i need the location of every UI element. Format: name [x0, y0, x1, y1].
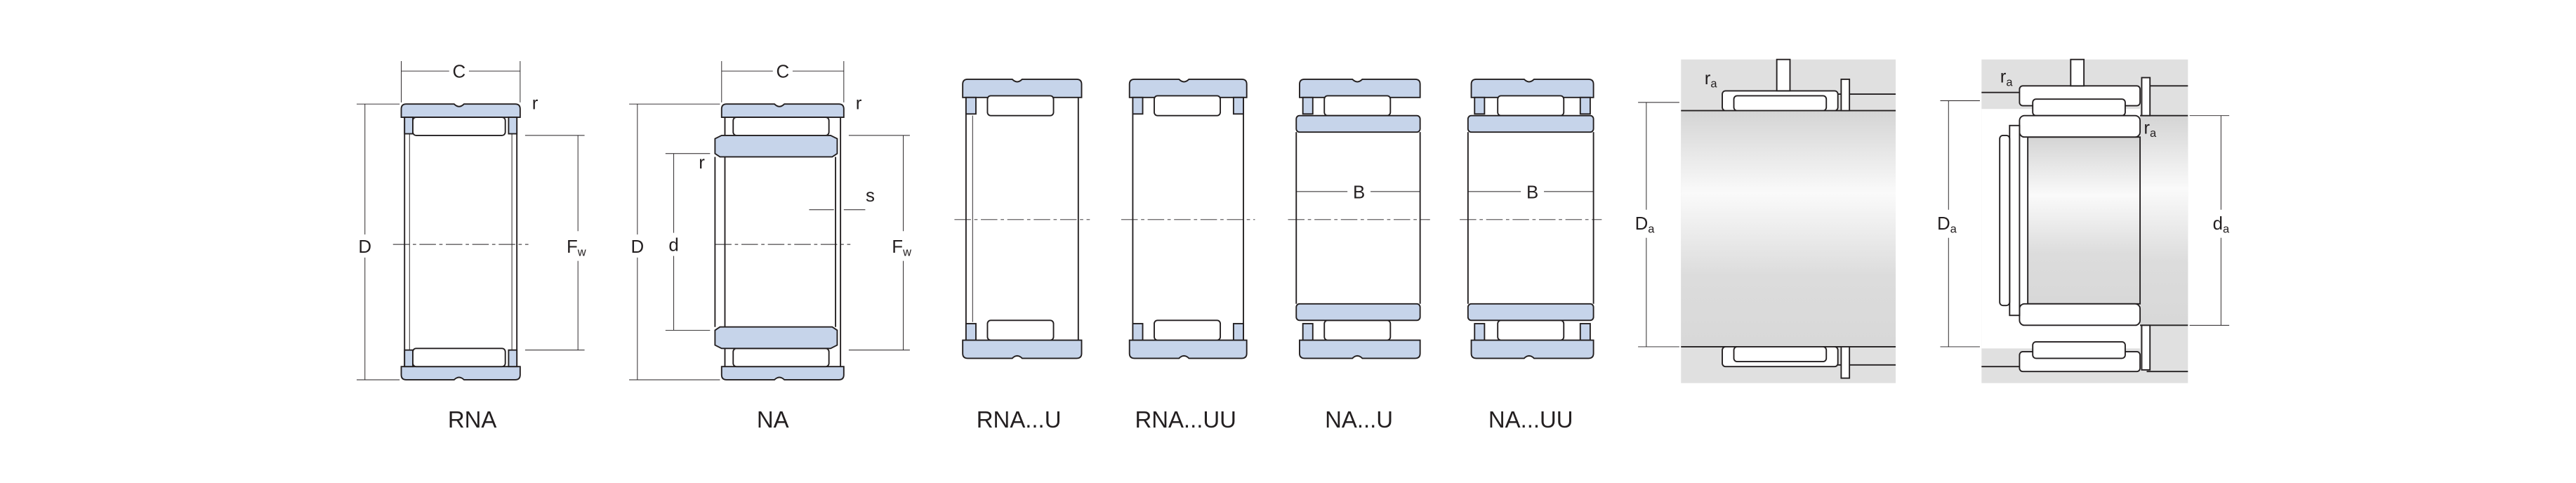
- dim-r: r: [856, 93, 862, 113]
- dim-da-shaft: da: [2213, 214, 2230, 236]
- cage: [404, 349, 414, 368]
- design-label: RNA: [448, 406, 497, 432]
- outer-ring-bottom: [400, 366, 521, 381]
- rna-drawing: C r D Fw RNA: [357, 61, 586, 432]
- needle-roller: [986, 319, 1055, 341]
- design-label: RNA...UU: [1135, 406, 1236, 432]
- dim-r: r: [532, 93, 539, 113]
- design-label: RNA...U: [977, 406, 1062, 432]
- inner-ring-bottom: [1295, 303, 1421, 322]
- seal: [1474, 96, 1486, 115]
- cage: [508, 349, 518, 368]
- inner-ring-top: [2019, 114, 2141, 138]
- dim-s: s: [866, 186, 875, 206]
- design-label: NA: [757, 406, 789, 432]
- needle-roller: [732, 348, 830, 368]
- seal: [1232, 323, 1244, 341]
- cage: [508, 117, 518, 135]
- seal: [965, 96, 977, 115]
- seal: [1132, 323, 1144, 341]
- needle-roller: [732, 117, 830, 136]
- dim-ra: ra: [1705, 69, 1718, 91]
- outer-ring-top: [962, 78, 1083, 98]
- needle-roller: [2032, 98, 2126, 117]
- outer-ring-bottom: [962, 339, 1083, 359]
- rna-u-drawing: RNA...U: [954, 78, 1090, 432]
- seal: [1132, 96, 1144, 115]
- outer-ring-bottom: [1470, 339, 1594, 359]
- spacer-ring: [2009, 124, 2021, 317]
- inner-ring-bottom: [714, 326, 838, 350]
- rna-uu-drawing: RNA...UU: [1121, 78, 1255, 432]
- outer-ring-top: [1128, 78, 1248, 98]
- dim-r-inner: r: [699, 153, 705, 173]
- mounting-drawing-rna: Da ra: [1635, 58, 1896, 383]
- lubrication-hole: [1776, 58, 1791, 92]
- shaft-shoulder: [1999, 134, 2011, 307]
- dim-ra: ra: [2000, 67, 2014, 89]
- inner-ring-bore: [2027, 136, 2141, 305]
- outer-ring-top: [720, 103, 845, 118]
- dim-ra-inner: ra: [2144, 119, 2157, 140]
- dim-b: B: [1353, 183, 1365, 202]
- lubrication-hole: [2070, 58, 2085, 87]
- seal: [1302, 96, 1314, 115]
- inner-ring-top: [1467, 114, 1594, 133]
- needle-roller: [1497, 95, 1565, 117]
- needle-roller: [1154, 95, 1222, 117]
- needle-roller: [1323, 319, 1392, 341]
- dim-fw: Fw: [892, 237, 911, 259]
- needle-roller: [1154, 319, 1222, 341]
- retaining-ring: [1840, 78, 1851, 112]
- needle-roller: [412, 348, 506, 368]
- dim-d-outer: D: [358, 237, 371, 257]
- seal: [1232, 96, 1244, 115]
- shaft: [1681, 110, 1896, 347]
- inner-ring-bottom: [2019, 303, 2141, 326]
- cage: [404, 117, 414, 135]
- dim-c: C: [776, 62, 789, 82]
- needle-roller: [1497, 319, 1565, 341]
- retaining-ring: [1840, 345, 1851, 379]
- needle-roller: [1733, 95, 1828, 112]
- needle-roller: [986, 95, 1055, 117]
- seal: [1579, 323, 1591, 341]
- dim-c: C: [452, 62, 465, 82]
- dim-d-bore: d: [668, 236, 678, 256]
- outer-ring-bottom: [720, 366, 845, 381]
- seal: [1579, 96, 1591, 115]
- outer-ring-top: [1470, 78, 1594, 98]
- needle-roller: [1733, 345, 1828, 363]
- na-uu-drawing: B NA...UU: [1460, 78, 1602, 432]
- dim-b: B: [1526, 183, 1538, 202]
- dim-da: Da: [1635, 214, 1656, 236]
- dim-fw: Fw: [567, 237, 586, 259]
- dim-da: Da: [1937, 214, 1957, 236]
- outer-ring-top: [1299, 78, 1421, 98]
- needle-roller: [412, 117, 506, 136]
- retaining-ring: [2141, 324, 2151, 371]
- outer-ring-bottom: [1299, 339, 1421, 359]
- design-label: NA...UU: [1488, 406, 1573, 432]
- needle-roller: [1323, 95, 1392, 117]
- seal: [1474, 323, 1486, 341]
- inner-ring-top: [1295, 114, 1421, 133]
- outer-ring-top: [400, 103, 521, 118]
- shaft: [2140, 115, 2188, 326]
- mounting-drawing-na: Da da ra ra: [1937, 58, 2230, 383]
- na-drawing: C r r s D d Fw NA: [629, 61, 911, 432]
- seal: [1302, 323, 1314, 341]
- seal: [965, 323, 977, 341]
- na-u-drawing: B NA...U: [1288, 78, 1430, 432]
- dim-d-outer: D: [630, 237, 644, 257]
- design-label: NA...U: [1325, 406, 1393, 432]
- retaining-ring: [2141, 77, 2151, 117]
- needle-roller: [2032, 340, 2126, 359]
- inner-ring-bottom: [1467, 303, 1594, 322]
- outer-ring-bottom: [1128, 339, 1248, 359]
- inner-ring-top: [714, 134, 838, 158]
